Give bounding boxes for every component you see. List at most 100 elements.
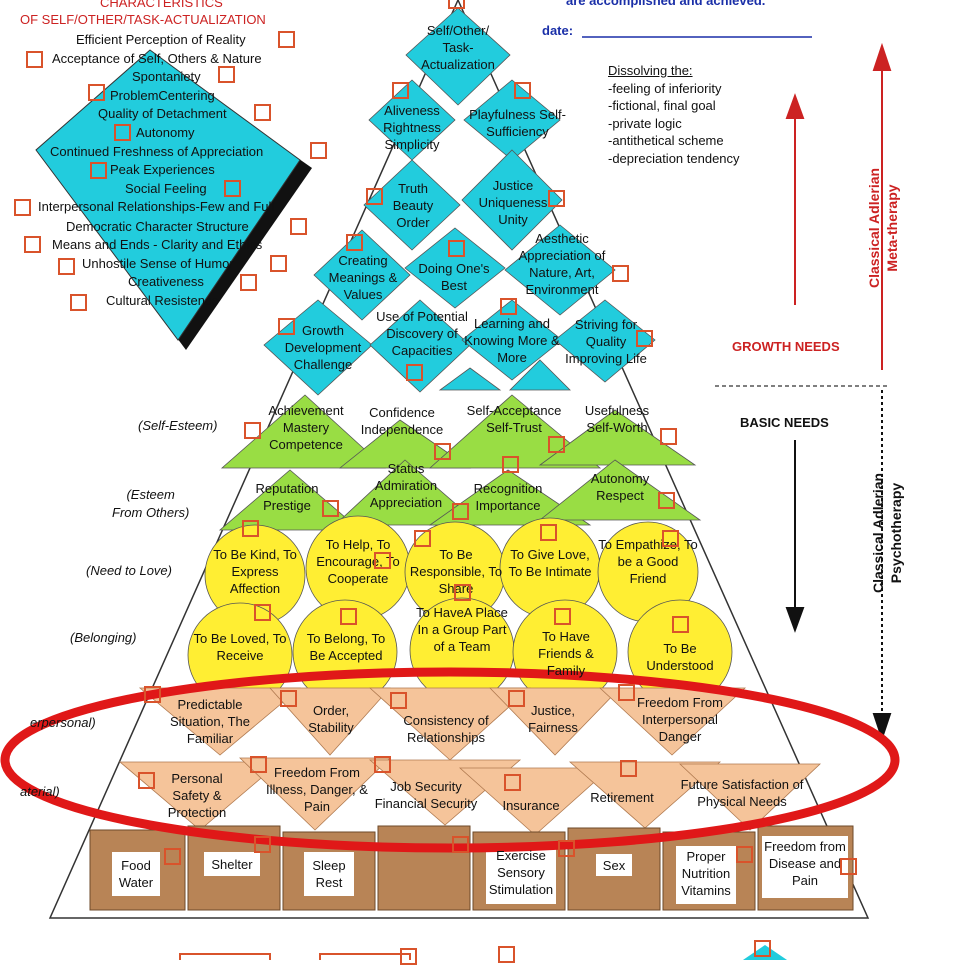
pyramid-checkbox[interactable] [498,946,515,963]
characteristic-checkbox[interactable] [24,236,41,253]
black-arrows [785,390,892,742]
pyramid-checkbox[interactable] [554,608,571,625]
dissolving-title: Dissolving the: [608,63,693,78]
growth-node: Aliveness Rightness Simplicity [383,103,441,152]
love-node: To Help, To Encourage, To Cooperate [316,537,400,586]
interpersonal-node: Predictable Situation, The Familiar [170,697,250,746]
esteem-others-node: Recognition Importance [473,481,543,513]
pyramid-checkbox[interactable] [548,190,565,207]
characteristic-checkbox[interactable] [70,294,87,311]
pyramid-checkbox[interactable] [366,188,383,205]
pyramid-checkbox[interactable] [322,500,339,517]
dissolving-block: Dissolving the: -feeling of inferiority … [608,62,740,167]
need-to-love-side-label: (Need to Love) [86,563,172,578]
love-node: To Be Kind, To Express Affection [213,547,297,596]
pyramid-checkbox[interactable] [278,318,295,335]
pyramid-checkbox[interactable] [548,436,565,453]
pyramid-checkbox[interactable] [672,616,689,633]
self-esteem-shapes [218,394,702,531]
pyramid-checkbox[interactable] [254,604,271,621]
characteristic-checkbox[interactable] [90,162,107,179]
pyramid-checkbox[interactable] [620,760,637,777]
pyramid-checkbox[interactable] [280,690,297,707]
pyramid-checkbox[interactable] [508,690,525,707]
pyramid-checkbox[interactable] [736,846,753,863]
growth-node: Creating Meanings & Values [328,253,398,302]
physical-node: Sex [602,858,626,873]
pyramid-checkbox[interactable] [346,234,363,251]
dissolving-item: -feeling of inferiority [608,80,722,96]
pyramid-checkbox[interactable] [452,503,469,520]
highlight-ellipse [0,667,900,853]
pyramid-checkbox[interactable] [754,940,771,957]
pyramid-checkbox[interactable] [138,772,155,789]
pyramid-checkbox[interactable] [244,422,261,439]
pyramid-checkbox[interactable] [434,443,451,460]
accomplished-text: are accomplished and achieved. [566,0,766,8]
pyramid-checkbox[interactable] [558,840,575,857]
esteem-others-node: Autonomy Respect [590,471,650,503]
characteristic-checkbox[interactable] [278,31,295,48]
pyramid-checkbox[interactable] [636,330,653,347]
material-node: Future Satisfaction of Physical Needs [680,777,804,809]
pyramid-checkbox[interactable] [400,948,417,965]
self-esteem-side-label: (Self-Esteem) [138,418,218,433]
belonging-node: To Belong, To Be Accepted [306,631,386,663]
pyramid-checkbox[interactable] [662,530,679,547]
pyramid-checkbox[interactable] [504,774,521,791]
characteristic-checkbox[interactable] [224,180,241,197]
pyramid-checkbox[interactable] [454,584,471,601]
characteristic-checkbox[interactable] [218,66,235,83]
growth-node: Learning and Knowing More & More [464,316,560,365]
pyramid-checkbox[interactable] [406,364,423,381]
pyramid-checkbox[interactable] [514,82,531,99]
pyramid-checkbox[interactable] [374,552,391,569]
interpersonal-side-label: erpersonal) [30,715,96,730]
pyramid-checkbox[interactable] [390,692,407,709]
characteristic-checkbox[interactable] [240,274,257,291]
pyramid-checkbox[interactable] [618,684,635,701]
characteristic-checkbox[interactable] [254,104,271,121]
pyramid-checkbox[interactable] [242,520,259,537]
bottom-partial-shapes [179,953,411,960]
physical-node: Proper Nutrition Vitamins [681,849,731,898]
dissolving-item: -fictional, final goal [608,98,716,113]
pyramid-checkbox[interactable] [660,428,677,445]
characteristic-checkbox[interactable] [14,199,31,216]
pyramid-checkbox[interactable] [452,836,469,853]
pyramid-checkbox[interactable] [250,756,267,773]
pyramid-checkbox[interactable] [840,858,857,875]
pyramid-checkbox[interactable] [340,608,357,625]
material-node: Job Security Financial Security [374,779,478,811]
pyramid-checkbox[interactable] [500,298,517,315]
characteristic-checkbox[interactable] [58,258,75,275]
pyramid-checkbox[interactable] [374,756,391,773]
characteristic-item: Means and Ends - Clarity and Ethics [52,237,263,252]
characteristic-checkbox[interactable] [270,255,287,272]
pyramid-checkbox[interactable] [414,530,431,547]
belonging-node: To Be Understood [646,641,714,673]
pyramid-checkbox[interactable] [164,848,181,865]
characteristic-checkbox[interactable] [310,142,327,159]
characteristic-checkbox[interactable] [88,84,105,101]
characteristic-checkbox[interactable] [290,218,307,235]
pyramid-checkbox[interactable] [144,686,161,703]
characteristic-item: Acceptance of Self, Others & Nature [52,51,262,66]
pyramid-checkbox[interactable] [658,492,675,509]
pyramid-checkbox[interactable] [448,0,465,9]
pyramid-checkbox[interactable] [502,456,519,473]
esteem-others-node: Reputation Prestige [255,481,319,513]
pyramid-checkbox[interactable] [612,265,629,282]
love-node: To Empathize, To be a Good Friend [598,537,698,586]
pyramid-checkbox[interactable] [448,240,465,257]
characteristic-item: Peak Experiences [110,162,215,177]
interpersonal-node: Justice, Fairness [528,703,578,735]
characteristic-checkbox[interactable] [114,124,131,141]
interpersonal-node: Freedom From Interpersonal Danger [637,695,723,744]
self-esteem-node: Self-Acceptance Self-Trust [466,403,562,435]
characteristic-checkbox[interactable] [26,51,43,68]
pyramid-checkbox[interactable] [392,82,409,99]
pyramid-checkbox[interactable] [254,836,271,853]
pyramid-checkbox[interactable] [540,524,557,541]
